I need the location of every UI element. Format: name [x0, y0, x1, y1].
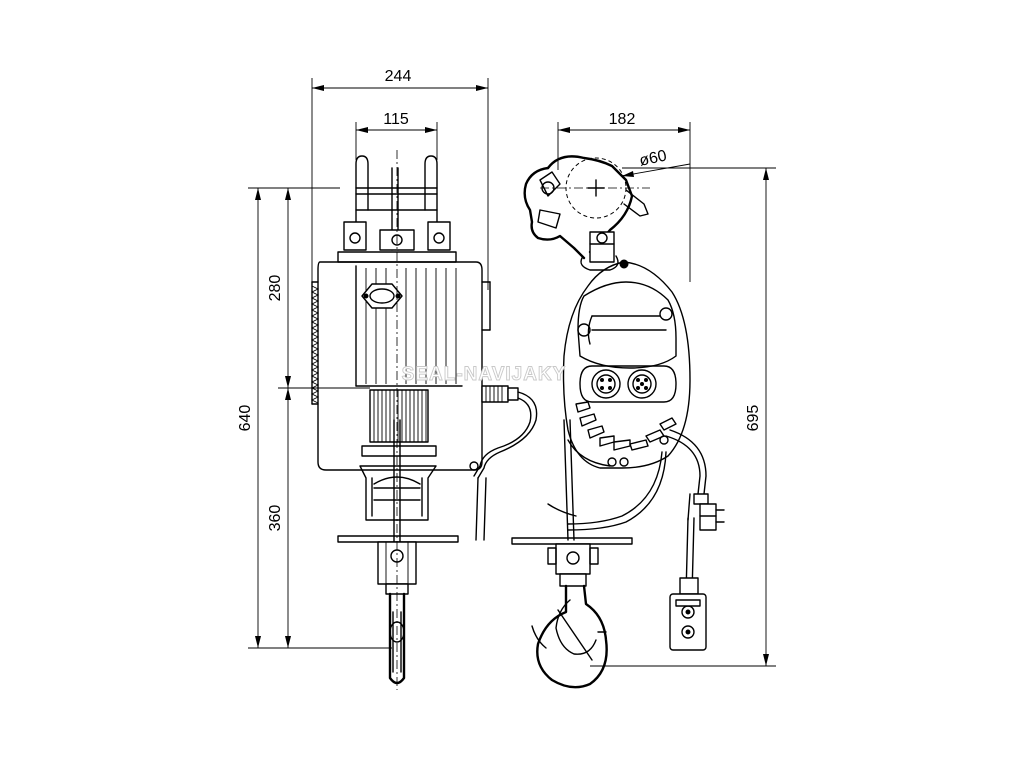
logo-plate-icon [361, 283, 403, 309]
dim-label-diameter: ø60 [638, 147, 669, 169]
dimension-diameter-60: ø60 [621, 147, 691, 177]
dim-label-360: 360 [267, 505, 284, 532]
dimension-lines: 244 115 182 ø60 [237, 68, 776, 690]
socket-panel-icon [579, 365, 677, 403]
dim-label-115: 115 [383, 111, 409, 128]
side-view [511, 155, 725, 689]
dimension-244: 244 [311, 68, 489, 290]
dim-label-244: 244 [385, 68, 412, 85]
watermark-text: SEAL-NAVIJAKY [402, 364, 567, 385]
dimension-640: 640 [237, 187, 392, 649]
dimension-115: 115 [355, 111, 438, 160]
dim-label-695: 695 [745, 405, 762, 432]
front-lower-block [337, 419, 459, 685]
dimension-182: 182 [557, 111, 691, 282]
dim-label-280: 280 [267, 275, 284, 302]
dimension-360: 360 [267, 388, 291, 648]
front-motor-housing [310, 261, 538, 541]
power-plug-icon [693, 493, 725, 531]
dimension-695: 695 [590, 167, 776, 667]
front-view [310, 155, 538, 685]
side-main-housing [562, 259, 691, 469]
dim-label-182: 182 [609, 111, 636, 128]
pendant-control [669, 577, 707, 651]
side-lower-block [511, 537, 633, 689]
dimension-280: 280 [267, 188, 370, 389]
side-cables [547, 419, 725, 651]
dim-label-640: 640 [237, 405, 254, 432]
cable-drum [361, 389, 437, 457]
